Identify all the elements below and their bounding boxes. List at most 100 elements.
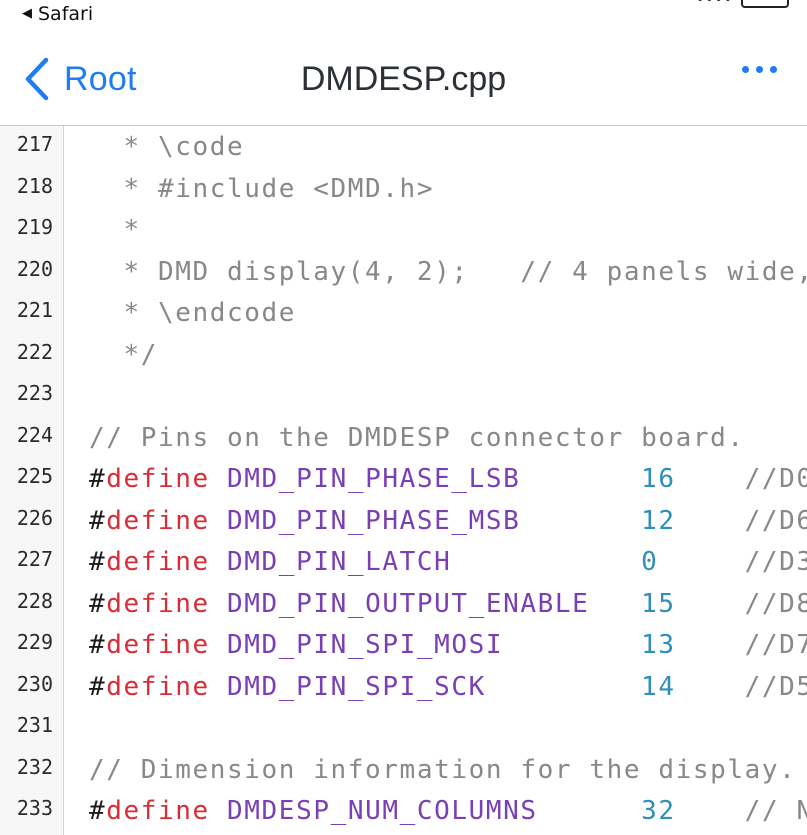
code-line: 223 <box>0 375 807 417</box>
code-line: 221 * \endcode <box>0 292 807 334</box>
macro-value: 0 <box>641 547 659 577</box>
preprocessor-hash: # <box>89 505 107 536</box>
trailing-comment: //D7 <box>675 630 807 660</box>
code-line: 217 * \code <box>0 126 807 168</box>
whitespace <box>503 630 641 660</box>
trailing-comment: //D8 <box>675 588 807 619</box>
code-text: #define DMD_PIN_LATCH 0 //D3 <box>89 547 807 577</box>
code-text: // Dimension information for the display… <box>89 754 797 785</box>
code-text: * #include <DMD.h> <box>89 173 435 204</box>
line-number-gutter <box>0 126 64 835</box>
code-line: 222 */ <box>0 334 807 376</box>
code-line: 228 #define DMD_PIN_OUTPUT_ENABLE 15 //D8 <box>0 583 807 625</box>
macro-name: DMD_PIN_OUTPUT_ENABLE <box>209 588 590 619</box>
code-line: 227 #define DMD_PIN_LATCH 0 //D3 <box>0 541 807 583</box>
line-number: 226 <box>16 505 53 530</box>
trailing-comment: // N <box>675 796 807 826</box>
keyword-define: define <box>106 630 210 660</box>
code-line: 231 <box>0 707 807 749</box>
code-line: 225 #define DMD_PIN_PHASE_LSB 16 //D0 <box>0 458 807 500</box>
whitespace <box>520 464 641 494</box>
keyword-define: define <box>106 547 210 577</box>
code-line: 218 * #include <DMD.h> <box>0 168 807 210</box>
page-title: DMDESP.cpp <box>300 60 507 98</box>
trailing-comment: //D0 <box>675 464 807 494</box>
code-line: 232 // Dimension information for the disp… <box>0 749 807 791</box>
code-text: #define DMD_PIN_OUTPUT_ENABLE 15 //D8 <box>89 589 807 619</box>
line-number: 222 <box>16 339 53 364</box>
code-text: * <box>89 215 141 245</box>
code-text: #define DMD_PIN_SPI_SCK 14 //D5 <box>89 672 807 702</box>
line-number: 230 <box>16 671 53 696</box>
code-line: 219 * <box>0 209 807 251</box>
whitespace <box>520 506 641 536</box>
line-number: 225 <box>16 464 53 488</box>
code-line: 233 #define DMDESP_NUM_COLUMNS 32 // N <box>0 790 807 832</box>
code-line: 230 #define DMD_PIN_SPI_SCK 14 //D5 <box>0 666 807 708</box>
preprocessor-hash: # <box>89 671 107 702</box>
code-text: #define DMDESP_NUM_COLUMNS 32 // N <box>89 796 807 826</box>
back-button-label: Root <box>64 59 137 98</box>
status-indicators: •••• <box>696 0 789 8</box>
macro-value: 32 <box>641 796 676 826</box>
code-text: #define DMD_PIN_PHASE_MSB 12 //D6 <box>89 506 807 536</box>
code-line: 226 #define DMD_PIN_PHASE_MSB 12 //D6 <box>0 500 807 542</box>
keyword-define: define <box>106 796 210 826</box>
line-number: 218 <box>16 173 53 198</box>
more-dot-icon <box>742 66 749 73</box>
preprocessor-hash: # <box>89 464 107 494</box>
line-number: 229 <box>16 630 53 654</box>
code-text: #define DMD_PIN_PHASE_LSB 16 //D0 <box>89 464 807 494</box>
trailing-comment: //D5 <box>675 671 807 702</box>
code-text: * DMD display(4, 2); // 4 panels wide, <box>89 256 807 287</box>
macro-value: 14 <box>641 671 676 702</box>
line-number: 231 <box>16 713 53 737</box>
macro-value: 13 <box>641 630 676 660</box>
back-button[interactable]: Root <box>22 56 137 102</box>
preprocessor-hash: # <box>89 630 107 660</box>
back-to-app-label: Safari <box>38 3 94 25</box>
more-options-button[interactable] <box>742 66 777 73</box>
line-number: 228 <box>16 588 53 613</box>
code-text: * \endcode <box>89 298 297 328</box>
chevron-left-icon <box>25 57 49 101</box>
macro-name: DMD_PIN_LATCH <box>209 547 452 577</box>
keyword-define: define <box>106 464 210 494</box>
battery-icon <box>741 0 789 8</box>
macro-name: DMD_PIN_SPI_MOSI <box>209 630 504 660</box>
whitespace <box>486 672 641 702</box>
line-number: 223 <box>16 381 53 405</box>
code-line: 220 * DMD display(4, 2); // 4 panels wid… <box>0 251 807 293</box>
line-number: 221 <box>16 298 53 322</box>
macro-name: DMD_PIN_PHASE_LSB <box>209 464 521 494</box>
back-to-app-button[interactable]: ◀ Safari <box>22 3 93 25</box>
code-line: 229 #define DMD_PIN_SPI_MOSI 13 //D7 <box>0 624 807 666</box>
back-triangle-icon: ◀ <box>22 5 32 21</box>
line-number: 227 <box>16 547 53 571</box>
more-dot-icon <box>770 66 777 73</box>
macro-name: DMD_PIN_PHASE_MSB <box>209 505 521 536</box>
keyword-define: define <box>106 671 210 702</box>
macro-name: DMDESP_NUM_COLUMNS <box>209 796 538 826</box>
keyword-define: define <box>106 505 210 536</box>
macro-value: 12 <box>641 505 676 536</box>
trailing-comment: //D3 <box>658 547 807 577</box>
preprocessor-hash: # <box>89 796 107 826</box>
line-number: 233 <box>16 796 53 820</box>
macro-value: 15 <box>641 588 676 619</box>
preprocessor-hash: # <box>89 547 107 577</box>
line-number: 224 <box>16 422 53 447</box>
status-bar: ◀ Safari •••• <box>0 0 807 30</box>
navigation-bar: Root DMDESP.cpp <box>0 30 807 126</box>
whitespace <box>589 589 641 619</box>
code-line: 224 // Pins on the DMDESP connector board… <box>0 417 807 459</box>
code-text: // Pins on the DMDESP connector board. <box>89 422 745 453</box>
macro-name: DMD_PIN_SPI_SCK <box>209 671 486 702</box>
code-text: * \code <box>89 132 245 162</box>
line-number: 220 <box>16 256 53 281</box>
code-text: */ <box>89 339 159 370</box>
more-dot-icon <box>756 66 763 73</box>
line-number: 217 <box>16 132 53 156</box>
line-number: 232 <box>16 754 53 779</box>
